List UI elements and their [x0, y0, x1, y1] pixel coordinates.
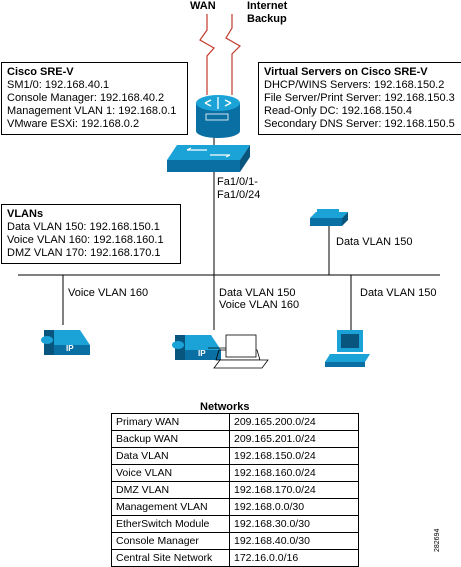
network-address: 192.168.30.0/30 [229, 515, 359, 533]
network-name: Voice VLAN [111, 464, 230, 482]
network-address: 209.165.200.0/24 [229, 413, 359, 431]
sre-line: Management VLAN 1: 192.168.0.1 [7, 105, 177, 117]
sre-line: VMware ESXi: 192.168.0.2 [7, 118, 140, 130]
virtual-servers-title: Virtual Servers on Cisco SRE-V [264, 66, 428, 78]
network-name: Console Manager [111, 532, 230, 550]
network-name: DMZ VLAN [111, 481, 230, 499]
network-address: 192.168.150.0/24 [229, 447, 359, 465]
virtual-server-line: Read-Only DC: 192.168.150.4 [264, 105, 412, 117]
virtual-server-line: DHCP/WINS Servers: 192.168.150.2 [264, 79, 445, 91]
router-icon [196, 95, 240, 138]
middle-vlan-label: Voice VLAN 160 [219, 299, 300, 311]
svg-text:IP: IP [66, 344, 74, 353]
wan-label: WAN [190, 0, 216, 12]
sre-line: Console Manager: 192.168.40.2 [7, 92, 165, 104]
network-name: Backup WAN [111, 430, 230, 448]
backup-link [225, 14, 241, 95]
virtual-server-line: File Server/Print Server: 192.168.150.3 [264, 92, 455, 104]
pc-vlan-label: Data VLAN 150 [360, 287, 437, 299]
vlan-line: DMZ VLAN 170: 192.168.170.1 [7, 247, 161, 259]
virtual-servers-box: Virtual Servers on Cisco SRE-V DHCP/WINS… [258, 62, 461, 135]
network-address: 192.168.170.0/24 [229, 481, 359, 499]
phone-vlan-label: Voice VLAN 160 [68, 287, 149, 299]
virtual-server-line: Secondary DNS Server: 192.168.150.5 [264, 118, 455, 130]
figure-id: 282694 [434, 528, 441, 552]
switch-icon [167, 145, 250, 172]
network-name: Management VLAN [111, 498, 230, 516]
vlans-title: VLANs [7, 208, 44, 220]
vlan-line: Voice VLAN 160: 192.168.160.1 [7, 234, 164, 246]
wan-link [199, 14, 215, 95]
svg-text:IP: IP [198, 349, 206, 358]
sre-line: SM1/0: 192.168.40.1 [7, 79, 110, 91]
networks-title: Networks [200, 401, 250, 413]
switch-ports-label: Fa1/0/1- [217, 176, 258, 188]
network-name: EtherSwitch Module [111, 515, 230, 533]
backup-label: Backup [247, 13, 287, 25]
network-name: Central Site Network [111, 549, 230, 567]
network-name: Data VLAN [111, 447, 230, 465]
printer-vlan-label: Data VLAN 150 [336, 236, 413, 248]
network-address: 192.168.40.0/30 [229, 532, 359, 550]
network-name: Primary WAN [111, 413, 230, 431]
ip-phone-icon: IP [172, 335, 221, 360]
sre-title: Cisco SRE-V [7, 66, 74, 78]
printer-icon [310, 209, 348, 226]
network-address: 192.168.160.0/24 [229, 464, 359, 482]
switch-ports-label: Fa1/0/24 [217, 189, 261, 201]
network-address: 172.16.0.0/16 [229, 549, 359, 567]
middle-vlan-label: Data VLAN 150 [219, 287, 296, 299]
vlan-line: Data VLAN 150: 192.168.150.1 [7, 221, 160, 233]
vlans-box: VLANs Data VLAN 150: 192.168.150.1 Voice… [1, 204, 181, 264]
network-address: 209.165.201.0/24 [229, 430, 359, 448]
network-address: 192.168.0.0/30 [229, 498, 359, 516]
laptop-icon [208, 334, 269, 369]
sre-info-box: Cisco SRE-V SM1/0: 192.168.40.1 Console … [1, 62, 188, 135]
ip-phone-icon: IP [41, 330, 90, 355]
desktop-pc-icon [325, 330, 370, 367]
internet-label: Internet [247, 0, 288, 12]
